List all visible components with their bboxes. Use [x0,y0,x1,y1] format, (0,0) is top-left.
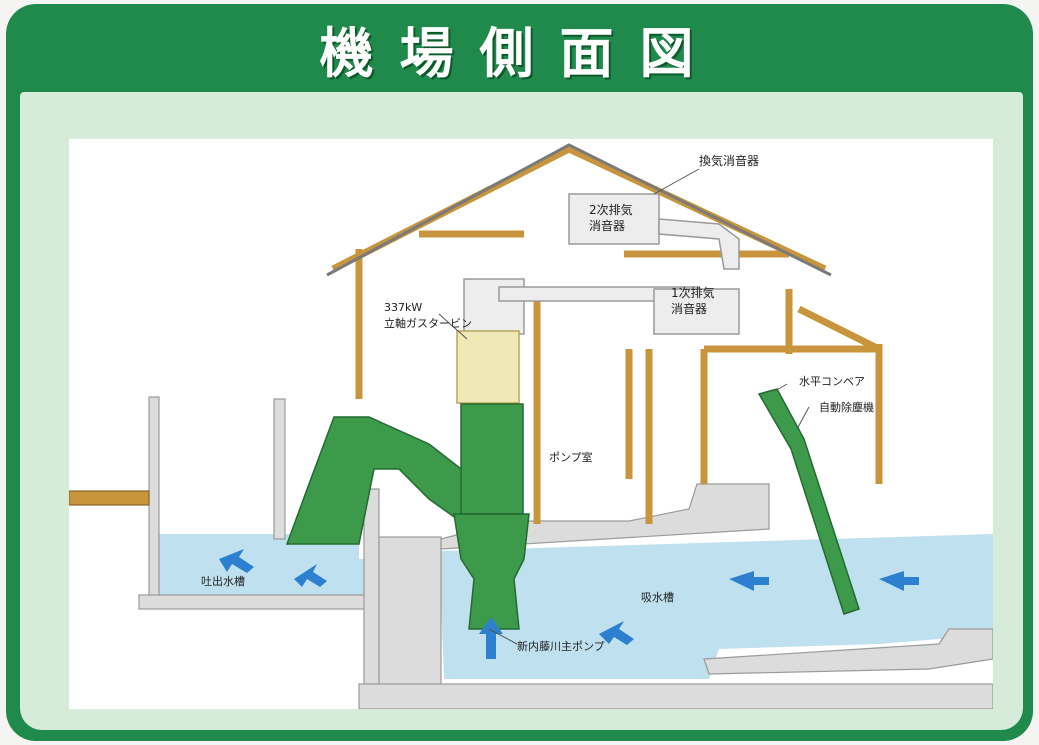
water [153,534,993,679]
label-turbine-1: 337kW [384,301,422,314]
roof-line [326,143,832,277]
main-pump-assembly [285,403,530,630]
leader-lines [438,168,810,645]
label-primary-silencer-2: 消音器 [671,301,707,316]
gas-turbine-unit [456,330,520,404]
conveyor-shape [757,388,860,615]
label-secondary-silencer-2: 消音器 [589,218,625,233]
label-turbine-2: 立軸ガスタービン [384,316,472,330]
label-auto-screen-cleaner: 自動除塵機 [819,400,874,414]
label-exhaust-silencer: 換気消音器 [699,153,759,168]
concrete [69,396,993,709]
header-bar: 機場側面図 [6,4,1033,92]
label-suction-tank: 吸水槽 [641,591,674,604]
ducts [463,193,740,335]
pump-station-svg: 換気消音器 2次排気 消音器 1次排気 消音器 337kW 立軸ガスタービン ポ… [69,143,993,709]
label-primary-silencer-1: 1次排気 [671,285,715,300]
label-main-pump: 新内藤川主ポンプ [517,639,605,653]
page-title: 機場側面図 [319,21,720,85]
label-horizontal-conveyor: 水平コンベア [799,375,865,388]
label-secondary-silencer-1: 2次排気 [589,202,633,217]
side-view-diagram: 換気消音器 2次排気 消音器 1次排気 消音器 337kW 立軸ガスタービン ポ… [69,139,993,709]
label-discharge-tank: 吐出水槽 [201,574,245,588]
label-pump-room: ポンプ室 [549,450,593,464]
flow-arrows [219,549,919,659]
